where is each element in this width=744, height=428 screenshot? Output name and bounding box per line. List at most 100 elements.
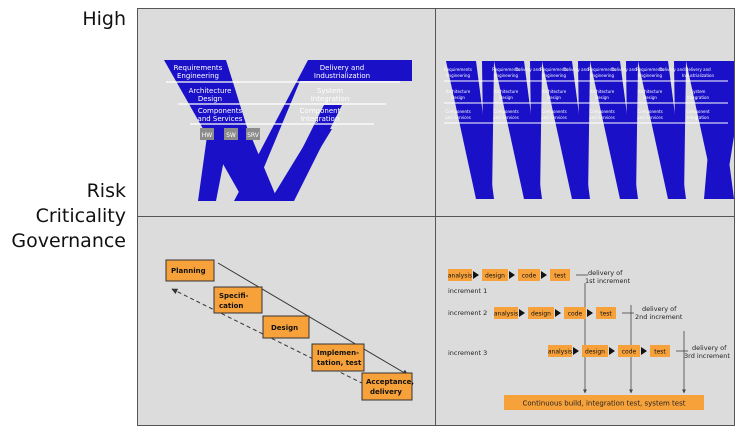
multi-v-stage-label: Component (686, 109, 710, 114)
multi-v-unit (542, 61, 590, 199)
criticality-label-line: Criticality (35, 205, 126, 227)
stage-acceptance-box (361, 372, 413, 401)
v-model-component-boxes: HW SW SRV (200, 128, 260, 140)
increment-step-box (550, 269, 570, 281)
increment-step-box (582, 345, 608, 357)
vmodel-left-stage-3a: Components (198, 107, 243, 115)
multi-v-stage-label: and Services (445, 115, 471, 120)
waterfall-forward-arrow (217, 262, 409, 376)
delivery-3-label-a: delivery of (692, 344, 727, 352)
stage-design-box (262, 315, 310, 339)
increment-step-label: test (554, 273, 566, 280)
continuous-build-label: Continuous build, integration test, syst… (523, 400, 686, 408)
multi-v-stage-label: Architecture (446, 89, 471, 94)
multi-v-inter-label: Delivery and (659, 67, 685, 72)
increment-step-box (518, 269, 540, 281)
multi-v-stage-label: Components (637, 109, 662, 114)
multi-v-stage-label: Requirements (444, 67, 472, 72)
vmodel-left-stage-3b: and Services (198, 115, 243, 123)
increment-step-label: analysis (494, 311, 518, 318)
multi-v-stage-label: Design (595, 95, 609, 100)
multi-v-stage-label: Requirements (492, 67, 520, 72)
stage-implementation-box (311, 343, 365, 372)
increment-step-box (548, 345, 572, 357)
increment-step-label: design (485, 273, 505, 280)
multi-v-band (638, 61, 686, 199)
incremental-diagram: analysis design code test analysis design code… (448, 269, 730, 410)
multi-v-stage-label: System (691, 89, 706, 94)
multi-v-stage-label: Design (547, 95, 561, 100)
stage-specification-label-a: Specifi- (219, 292, 249, 300)
multi-v-stage-label: Engineering (494, 73, 518, 78)
stage-implementation-label-b: tation, test (317, 359, 362, 367)
increment-2-label: increment 2 (448, 309, 487, 317)
multi-v-unit (590, 61, 638, 199)
multi-v-stage-label: Integration (687, 115, 710, 120)
delivery-1-label-b: 1st increment (585, 277, 631, 285)
quadrant-divider-vertical (435, 9, 436, 425)
multi-v-stage-label: Design (643, 95, 657, 100)
increment-step-label: test (600, 311, 612, 318)
waterfall-diagram: Planning Specifi- cation Design Implemen… (165, 259, 414, 401)
multi-v-stage-label: Industrialization (682, 73, 715, 78)
multi-v-stage-label: and Services (589, 115, 615, 120)
increment-step-arrow (541, 271, 547, 279)
multi-v-stage-label: Engineering (542, 73, 566, 78)
multi-v-unit (638, 61, 686, 199)
v-model-panel: Requirements Engineering Architecture De… (138, 9, 435, 216)
vmodel-right-stage-2a: System (317, 87, 343, 95)
multi-v-stage-label: and Services (541, 115, 567, 120)
increment-step-arrow (609, 347, 615, 355)
increment-step-label: code (568, 311, 583, 318)
v-model-diagram: Requirements Engineering Architecture De… (164, 60, 412, 201)
increment-step-box (596, 307, 616, 319)
increment-step-box (564, 307, 586, 319)
multi-v-stage-label: Design (451, 95, 465, 100)
delivery-labels: delivery of 1st increment delivery of 2n… (448, 269, 730, 360)
multi-v-unit (494, 61, 542, 199)
multi-v-stage-label: Design (499, 95, 513, 100)
risk-axis-label: Risk Criticality Governance (0, 179, 126, 254)
multi-v-unit (446, 61, 494, 199)
multi-v-stage-label: Requirements (636, 67, 664, 72)
increment-step-label: analysis (448, 273, 472, 280)
multi-v-inter-label: Delivery and (611, 67, 637, 72)
increment-step-arrow (473, 271, 479, 279)
increment-step-label: design (585, 349, 605, 356)
v-model-stage-labels: Requirements Engineering Architecture De… (174, 64, 370, 123)
multi-v-stage-label: Components (589, 109, 614, 114)
vmodel-left-stage-1a: Requirements (174, 64, 223, 72)
increment-3-label: increment 3 (448, 349, 487, 357)
multi-v-strand (482, 61, 494, 199)
multi-v-diagram: RequirementsEngineeringArchitectureDesig… (444, 61, 734, 199)
increment-step-arrow (641, 347, 647, 355)
sw-box (224, 128, 238, 140)
increment-step-box (650, 345, 670, 357)
multi-v-band (494, 61, 542, 199)
increment-step-box (448, 269, 472, 281)
multi-v-band (542, 61, 590, 199)
multi-v-stage-label: Engineering (446, 73, 470, 78)
vmodel-right-stage-2b: Integration (311, 95, 350, 103)
increment-step-box (528, 307, 554, 319)
multi-v-strand (578, 61, 590, 199)
multi-v-band (446, 61, 494, 199)
vmodel-left-stage-1b: Engineering (177, 72, 219, 80)
multi-v-stage-label: Engineering (638, 73, 662, 78)
increment-1-label: increment 1 (448, 287, 487, 295)
governance-label-line: Governance (11, 230, 126, 252)
vmodel-right-stage-3b: Integration (301, 115, 340, 123)
multi-v-band (590, 61, 638, 199)
delivery-2-label-a: delivery of (642, 305, 677, 313)
increment-rows: analysis design code test analysis design code… (448, 269, 670, 357)
stage-implementation-label-a: Implemen- (317, 349, 359, 357)
multi-v-strand (530, 61, 542, 199)
multi-v-inter-label: Delivery and (515, 67, 541, 72)
srv-box (246, 128, 260, 140)
multi-v-stage-label: Engineering (590, 73, 614, 78)
increment-step-label: analysis (548, 349, 572, 356)
increment-step-label: code (622, 349, 637, 356)
stage-design-label: Design (271, 324, 298, 332)
stage-acceptance-label-b: delivery (370, 388, 402, 396)
